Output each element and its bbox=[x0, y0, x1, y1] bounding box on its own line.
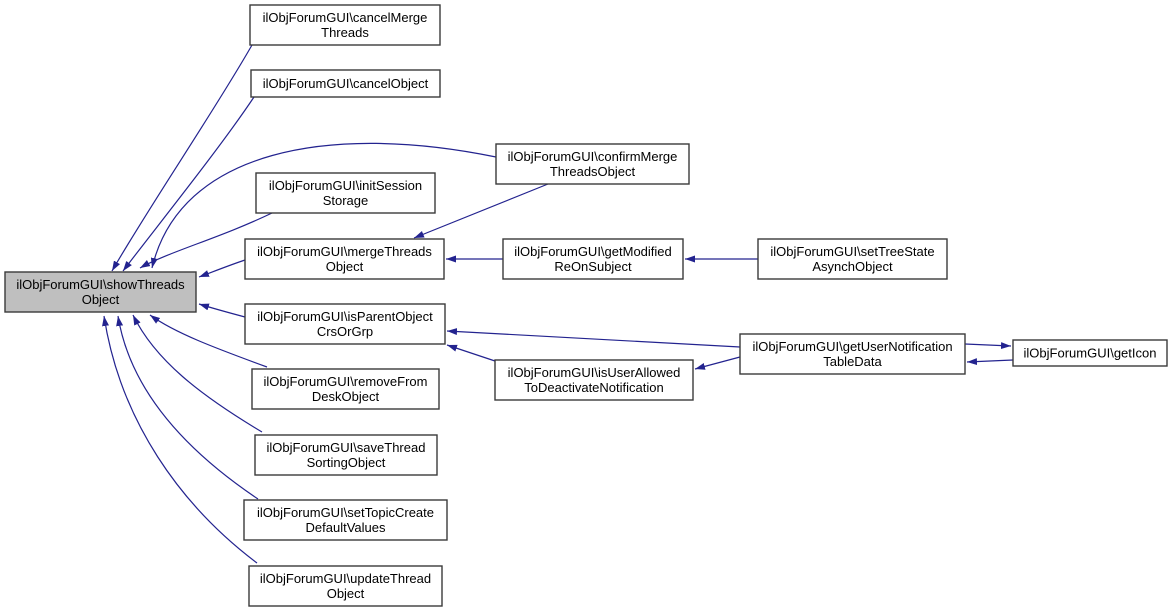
node-label-isUserAllowedToDeactivateNotification-line2: ToDeactivateNotification bbox=[524, 380, 663, 395]
node-label-getUserNotificationTableData-line1: ilObjForumGUI\getUserNotification bbox=[752, 339, 952, 354]
node-cancelObject[interactable]: ilObjForumGUI\cancelObject bbox=[250, 69, 441, 98]
node-box-initSessionStorage[interactable] bbox=[255, 172, 436, 214]
node-label-getModifiedReOnSubject-line2: ReOnSubject bbox=[554, 259, 632, 274]
edge-cancelMergeThreads-to-showThreadsObject bbox=[111, 44, 253, 272]
node-box-showThreadsObject[interactable] bbox=[4, 271, 197, 313]
node-label-isParentObjectCrsOrGrp-line2: CrsOrGrp bbox=[317, 324, 373, 339]
node-box-cancelMergeThreads[interactable] bbox=[249, 4, 441, 46]
edge-isParentObjectCrsOrGrp-to-showThreadsObject bbox=[198, 303, 246, 318]
edge-getUserNotificationTableData-to-isParentObjectCrsOrGrp bbox=[446, 328, 741, 348]
node-label-isUserAllowedToDeactivateNotification-line1: ilObjForumGUI\isUserAllowed bbox=[508, 365, 681, 380]
node-box-saveThreadSortingObject[interactable] bbox=[254, 434, 438, 476]
node-label-getUserNotificationTableData-line2: TableData bbox=[823, 354, 882, 369]
node-label-removeFromDeskObject-line2: DeskObject bbox=[312, 389, 380, 404]
node-label-getIcon-line1: ilObjForumGUI\getIcon bbox=[1024, 346, 1157, 361]
node-box-cancelObject[interactable] bbox=[250, 69, 441, 98]
edge-confirmMergeThreadsObject-to-showThreadsObject bbox=[150, 142, 497, 269]
node-label-mergeThreadsObject-line1: ilObjForumGUI\mergeThreads bbox=[257, 244, 432, 259]
node-box-getUserNotificationTableData[interactable] bbox=[739, 333, 966, 375]
node-box-updateThreadObject[interactable] bbox=[248, 565, 443, 607]
node-box-setTopicCreateDefaultValues[interactable] bbox=[243, 499, 448, 541]
node-label-updateThreadObject-line1: ilObjForumGUI\updateThread bbox=[260, 571, 431, 586]
edge-isUserAllowedToDeactivateNotification-to-isParentObjectCrsOrGrp bbox=[446, 344, 496, 362]
node-box-getModifiedReOnSubject[interactable] bbox=[502, 238, 684, 280]
edge-removeFromDeskObject-to-showThreadsObject bbox=[149, 314, 268, 368]
node-label-initSessionStorage-line2: Storage bbox=[323, 193, 369, 208]
node-label-showThreadsObject-line2: Object bbox=[82, 292, 120, 307]
node-label-isParentObjectCrsOrGrp-line1: ilObjForumGUI\isParentObject bbox=[257, 309, 433, 324]
node-box-confirmMergeThreadsObject[interactable] bbox=[495, 143, 690, 185]
node-label-saveThreadSortingObject-line2: SortingObject bbox=[307, 455, 386, 470]
node-label-saveThreadSortingObject-line1: ilObjForumGUI\saveThread bbox=[267, 440, 426, 455]
node-label-updateThreadObject-line2: Object bbox=[327, 586, 365, 601]
node-label-setTreeStateAsynchObject-line1: ilObjForumGUI\setTreeState bbox=[770, 244, 934, 259]
edge-getUserNotificationTableData-to-getIcon bbox=[964, 342, 1012, 350]
node-box-isParentObjectCrsOrGrp[interactable] bbox=[244, 303, 446, 345]
edge-getIcon-to-getUserNotificationTableData bbox=[966, 358, 1014, 366]
edge-cancelObject-to-showThreadsObject bbox=[122, 96, 255, 272]
node-label-initSessionStorage-line1: ilObjForumGUI\initSession bbox=[269, 178, 422, 193]
node-box-setTreeStateAsynchObject[interactable] bbox=[757, 238, 948, 280]
edge-getUserNotificationTableData-to-isUserAllowedToDeactivateNotification bbox=[694, 356, 741, 370]
node-box-isUserAllowedToDeactivateNotification[interactable] bbox=[494, 359, 694, 401]
node-label-cancelObject-line1: ilObjForumGUI\cancelObject bbox=[263, 76, 429, 91]
node-box-mergeThreadsObject[interactable] bbox=[244, 238, 445, 280]
node-label-confirmMergeThreadsObject-line2: ThreadsObject bbox=[550, 164, 636, 179]
node-label-showThreadsObject-line1: ilObjForumGUI\showThreads bbox=[16, 277, 185, 292]
node-label-removeFromDeskObject-line1: ilObjForumGUI\removeFrom bbox=[264, 374, 428, 389]
edge-updateThreadObject-to-showThreadsObject bbox=[102, 315, 258, 564]
node-getIcon[interactable]: ilObjForumGUI\getIcon bbox=[1012, 339, 1168, 367]
node-box-removeFromDeskObject[interactable] bbox=[251, 368, 440, 410]
edge-confirmMergeThreadsObject-to-mergeThreadsObject bbox=[413, 183, 549, 239]
node-label-setTreeStateAsynchObject-line2: AsynchObject bbox=[812, 259, 893, 274]
edge-mergeThreadsObject-to-showThreadsObject bbox=[198, 259, 246, 278]
node-label-getModifiedReOnSubject-line1: ilObjForumGUI\getModified bbox=[514, 244, 672, 259]
node-label-setTopicCreateDefaultValues-line1: ilObjForumGUI\setTopicCreate bbox=[257, 505, 434, 520]
edge-initSessionStorage-to-showThreadsObject bbox=[139, 212, 273, 269]
edge-saveThreadSortingObject-to-showThreadsObject bbox=[132, 314, 263, 433]
edge-setTopicCreateDefaultValues-to-showThreadsObject bbox=[116, 315, 259, 500]
node-label-confirmMergeThreadsObject-line1: ilObjForumGUI\confirmMerge bbox=[508, 149, 678, 164]
node-getUserNotificationTableData[interactable]: ilObjForumGUI\getUserNotificationTableDa… bbox=[739, 333, 966, 375]
node-label-cancelMergeThreads-line2: Threads bbox=[321, 25, 369, 40]
node-box-getIcon[interactable] bbox=[1012, 339, 1168, 367]
node-isUserAllowedToDeactivateNotification[interactable]: ilObjForumGUI\isUserAllowedToDeactivateN… bbox=[494, 359, 694, 401]
node-label-cancelMergeThreads-line1: ilObjForumGUI\cancelMerge bbox=[263, 10, 428, 25]
node-label-setTopicCreateDefaultValues-line2: DefaultValues bbox=[306, 520, 386, 535]
node-setTopicCreateDefaultValues[interactable]: ilObjForumGUI\setTopicCreateDefaultValue… bbox=[243, 499, 448, 541]
node-label-mergeThreadsObject-line2: Object bbox=[326, 259, 364, 274]
